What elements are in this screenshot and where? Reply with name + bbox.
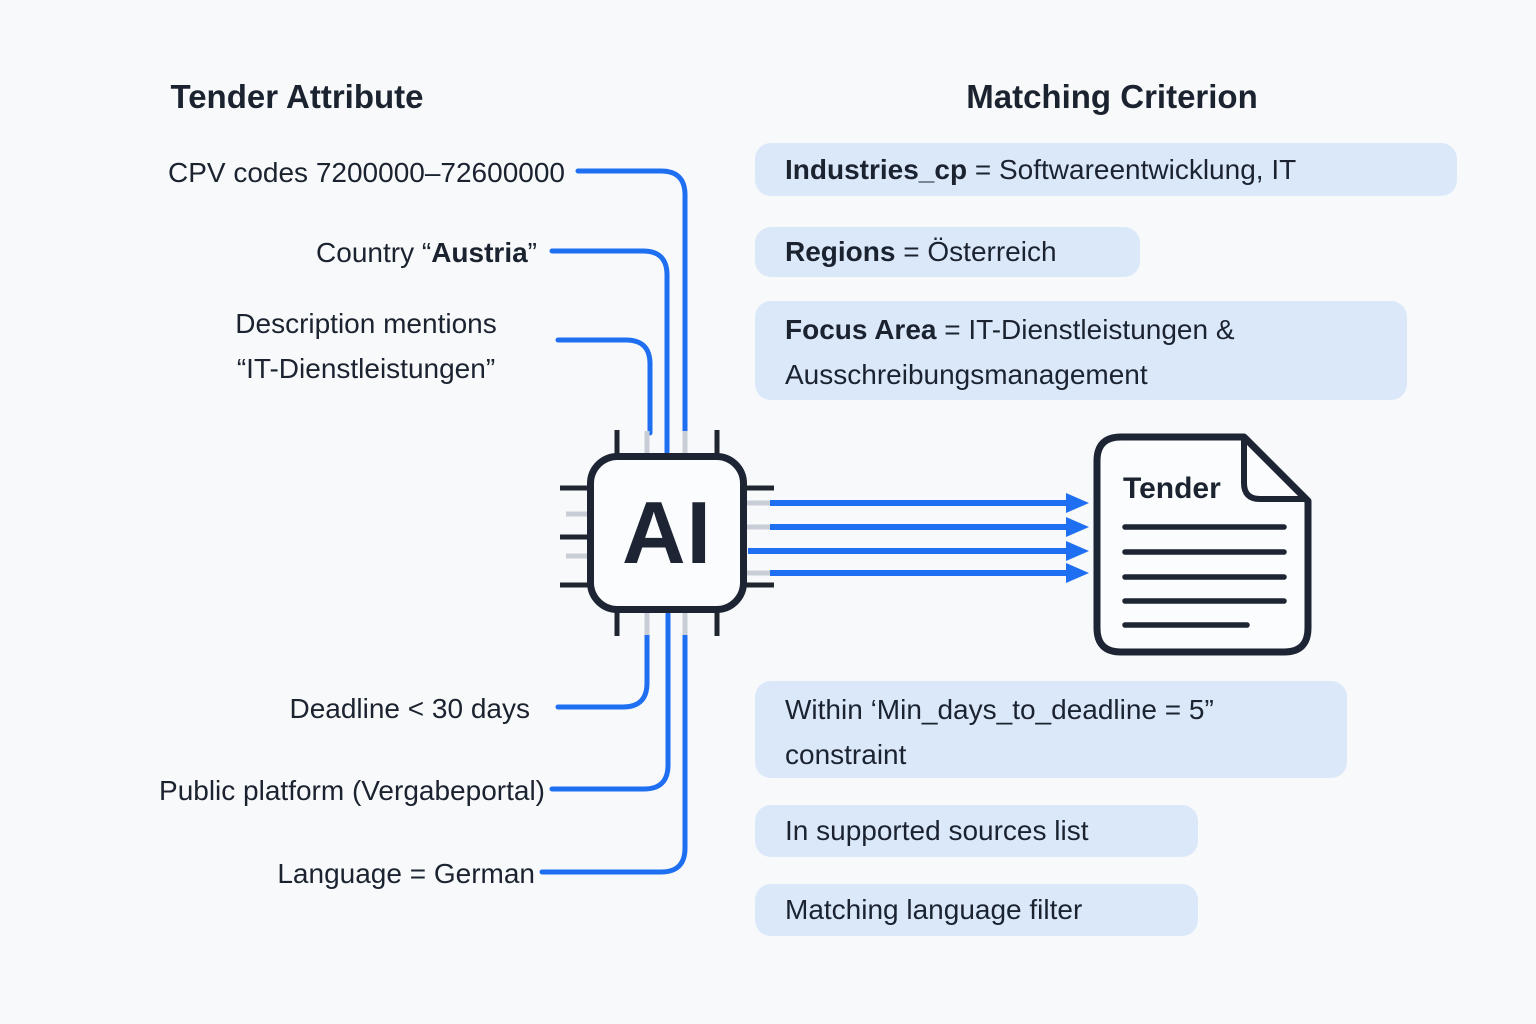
label-deadline: Deadline < 30 days (289, 693, 530, 724)
connector-platform-line (549, 611, 671, 792)
connector-description-line (555, 337, 653, 436)
pill-focus-line1: Focus Area = IT-Dienstleistungen & (785, 307, 1407, 352)
document-fold-corner (1241, 440, 1304, 502)
chip-pins-dark (560, 430, 774, 636)
label-country-prefix: Country “ (316, 237, 432, 268)
pill-regions-key: Regions (785, 236, 896, 267)
label-description-line1: Description mentions (235, 308, 497, 339)
pill-language-filter: Matching language filter (755, 884, 1198, 936)
label-language: Language = German (277, 858, 535, 889)
pill-industries-key: Industries_cp (785, 154, 968, 185)
label-cpv-codes: CPV codes 7200000–72600000 (167, 157, 565, 188)
ai-chip-icon (587, 453, 747, 613)
label-country-value: Austria (431, 237, 528, 268)
pill-regions: Regions = Österreich (755, 227, 1140, 277)
pill-focus-area: Focus Area = IT-Dienstleistungen & Aussc… (755, 301, 1407, 400)
pill-industries-value: = Softwareentwicklung, IT (967, 154, 1297, 185)
pill-deadline-constraint: Within ‘Min_days_to_deadline = 5” constr… (755, 681, 1347, 778)
pill-regions-value: = Österreich (895, 236, 1057, 267)
flow-arrowhead-icon (1066, 541, 1089, 561)
connector-language-line (539, 632, 688, 875)
tender-document-title: Tender (1123, 472, 1221, 505)
pill-focus-key: Focus Area (785, 314, 937, 345)
left-column-header: Tender Attribute (170, 78, 424, 115)
connector-country-line (549, 248, 670, 455)
label-description-line2: “IT-Dienstleistungen” (236, 353, 496, 384)
flow-arrowhead-icon (1066, 563, 1089, 583)
flow-arrowhead-icon (1066, 493, 1089, 513)
document-text-lines (1122, 524, 1287, 628)
label-country-suffix: ” (527, 237, 537, 268)
document-outline (1093, 433, 1312, 656)
flow-arrows (748, 493, 1089, 583)
pill-focus-line2: Ausschreibungsmanagement (785, 359, 1148, 390)
pill-focus-value: = IT-Dienstleistungen & (936, 314, 1235, 345)
chip-pins-gray (566, 431, 770, 635)
connector-lines (539, 168, 688, 875)
pill-supported-sources: In supported sources list (755, 805, 1198, 857)
pill-deadline-line2: constraint (785, 739, 907, 770)
pill-industries: Industries_cp = Softwareentwicklung, IT (755, 143, 1457, 196)
right-column-header: Matching Criterion (966, 78, 1258, 115)
label-platform: Public platform (Vergabeportal) (159, 775, 545, 806)
label-country: Country “Austria” (316, 237, 537, 269)
connector-cpv-line (575, 168, 688, 436)
pill-deadline-line1: Within ‘Min_days_to_deadline = 5” (785, 694, 1214, 725)
flow-arrowhead-icon (1066, 517, 1089, 537)
label-description: Description mentions “IT-Dienstleistunge… (235, 301, 496, 391)
ai-chip-label: AI (622, 483, 712, 582)
tender-document-icon (1093, 433, 1312, 656)
connector-deadline-line (555, 632, 650, 710)
